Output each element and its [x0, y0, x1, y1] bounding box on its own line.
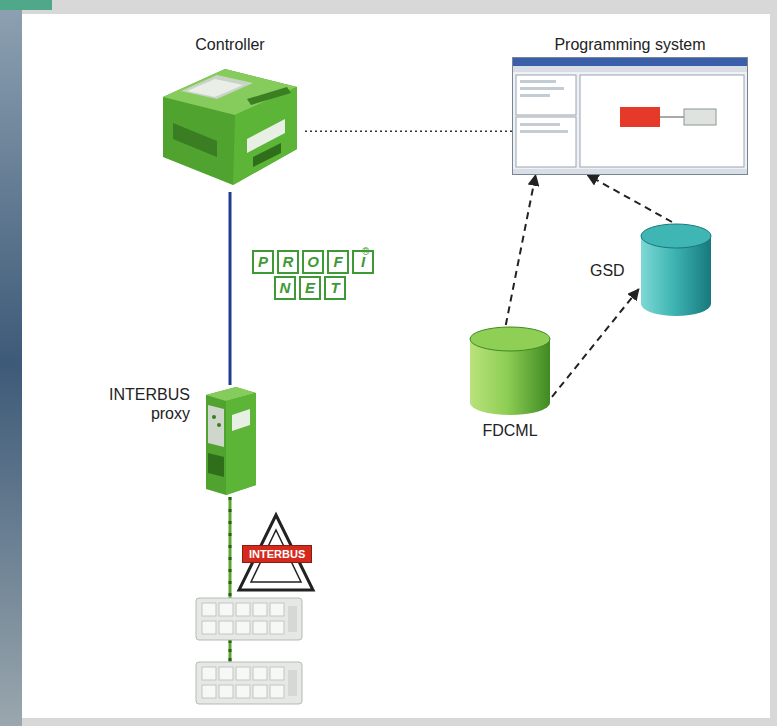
- cylinder: [639, 222, 713, 318]
- device-node: Controller: [150, 35, 310, 192]
- logo-letter: E: [299, 276, 321, 300]
- logo-letter: N: [274, 276, 296, 300]
- dashed-connector: [552, 289, 639, 397]
- device-label: Controller: [195, 35, 264, 54]
- io-module: [196, 598, 302, 640]
- device-node: Programming system: [505, 35, 755, 175]
- dashed-connector: [506, 175, 536, 325]
- panel: [22, 14, 770, 718]
- cylinder: [468, 325, 552, 417]
- dashed-connector: [588, 175, 673, 222]
- registered-mark: ®: [362, 246, 369, 258]
- proxy-device: [198, 385, 262, 497]
- device-shape: [512, 57, 748, 175]
- software-screenshot: [512, 57, 748, 175]
- logo-letter: R: [277, 250, 299, 274]
- device-label: Programming system: [554, 35, 705, 54]
- interbus-logo-text: INTERBUS: [242, 545, 312, 563]
- logo-letter: P: [252, 250, 274, 274]
- dashed-connector: [305, 131, 512, 133]
- network-cable: [229, 192, 232, 385]
- logo-letter: F: [327, 250, 349, 274]
- corner-tab: [0, 0, 52, 10]
- device-node: INTERBUS proxy: [105, 385, 262, 497]
- profinet-logo-text: PROFI: [252, 250, 377, 274]
- device-shape: [639, 222, 713, 318]
- photo-strip: [0, 0, 22, 726]
- device-shape: [155, 57, 305, 192]
- logo-letter: O: [302, 250, 324, 274]
- device-node: GSD: [590, 222, 713, 318]
- io-module: [196, 662, 302, 704]
- interbus-logo: [239, 515, 313, 590]
- device-shape: [198, 385, 262, 497]
- device-label: INTERBUS proxy: [105, 385, 190, 423]
- device-node: FDCML: [455, 325, 565, 440]
- device-label: FDCML: [482, 421, 537, 440]
- controller-device: [155, 57, 305, 192]
- device-label: GSD: [590, 261, 625, 280]
- device-shape: [468, 325, 552, 417]
- profinet-logo-text: NET: [274, 276, 349, 300]
- logo-letter: T: [324, 276, 346, 300]
